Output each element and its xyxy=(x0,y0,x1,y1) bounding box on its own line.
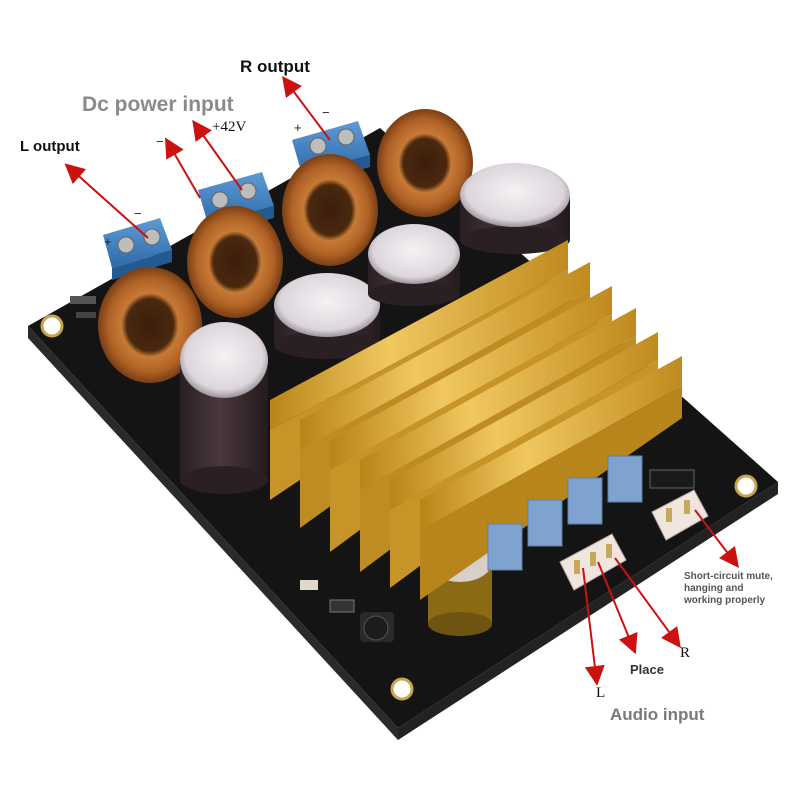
short-circuit-line-1: Short-circuit mute, xyxy=(684,571,773,582)
r-output-label: R output xyxy=(240,57,310,76)
arrow-l-output xyxy=(64,163,149,239)
arrow-l-audio xyxy=(582,567,605,686)
film-capacitors xyxy=(487,455,643,571)
mute-connector xyxy=(651,489,709,541)
terminal-plus-left: + xyxy=(104,234,112,249)
dc-power-input-label: Dc power input xyxy=(82,93,234,116)
arrow-dc-plus xyxy=(192,119,243,191)
r-audio-label: R xyxy=(680,645,691,661)
audio-input-label: Audio input xyxy=(610,705,705,724)
short-circuit-line-2: hanging and xyxy=(684,583,744,594)
terminal-minus-power: − xyxy=(156,134,164,149)
terminal-plus-right: + xyxy=(294,120,302,135)
plus-42v-label: +42V xyxy=(212,119,247,135)
terminal-minus-right: − xyxy=(322,105,330,120)
place-label: Place xyxy=(630,662,664,677)
l-audio-label: L xyxy=(596,685,606,701)
short-circuit-note: Short-circuit mute, hanging and working … xyxy=(684,571,773,607)
audio-input-connector xyxy=(559,533,627,591)
short-circuit-line-3: working properly xyxy=(684,595,766,606)
terminal-block-left xyxy=(103,218,172,280)
terminal-minus-left: − xyxy=(134,206,142,221)
heatsink xyxy=(270,240,682,600)
l-output-label: L output xyxy=(20,138,80,155)
arrow-short-circuit xyxy=(694,509,740,568)
arrow-r-audio xyxy=(614,557,681,649)
arrow-dc-minus xyxy=(165,137,201,199)
inductors xyxy=(98,109,473,383)
arrow-place xyxy=(597,561,638,655)
arrow-r-output xyxy=(282,76,331,141)
capacitors xyxy=(180,163,570,636)
annotation-arrows xyxy=(64,76,740,686)
